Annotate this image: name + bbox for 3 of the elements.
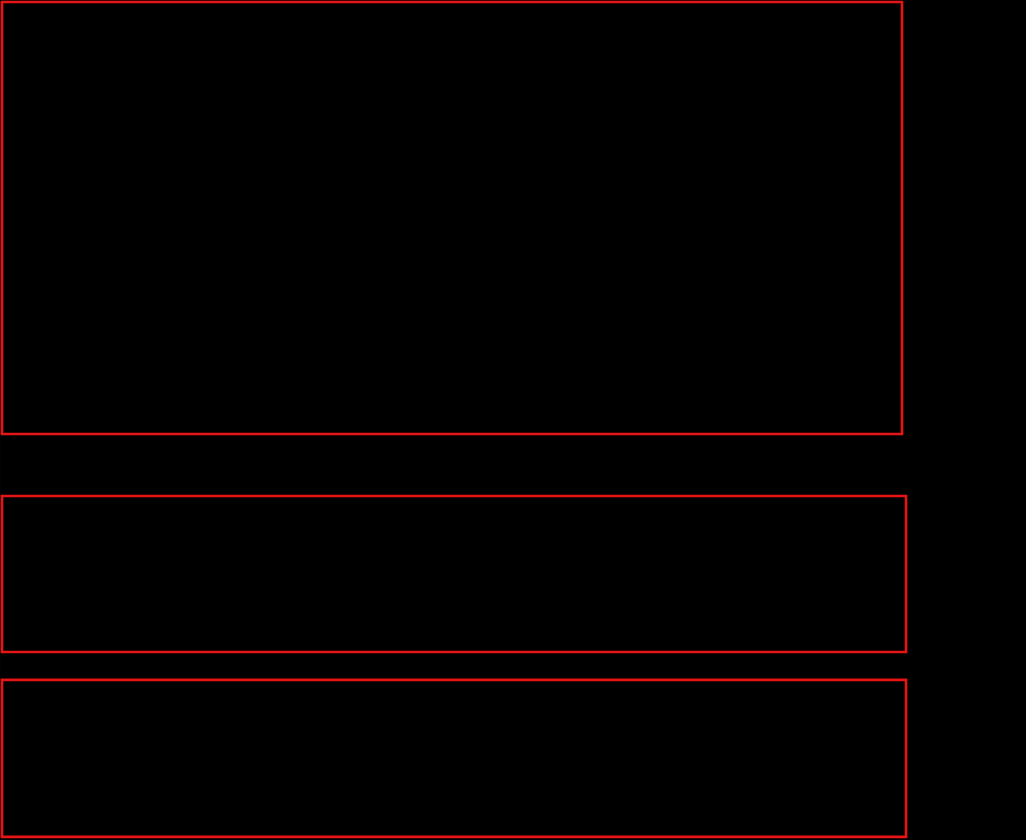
outline-box bbox=[0, 678, 908, 839]
outline-box bbox=[0, 0, 904, 436]
outline-box bbox=[0, 494, 908, 654]
